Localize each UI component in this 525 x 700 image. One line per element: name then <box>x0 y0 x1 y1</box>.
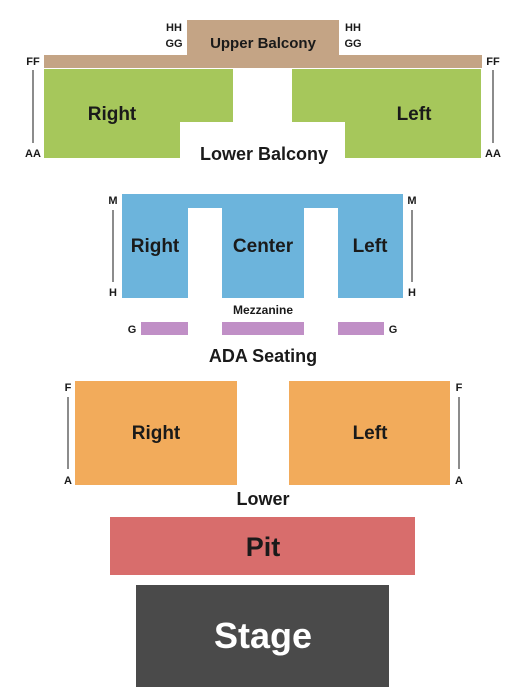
upper-balcony-strip[interactable] <box>44 55 482 68</box>
stage-area <box>136 585 389 687</box>
lower-left-section[interactable] <box>289 381 450 485</box>
lower-row-f-left: F <box>65 382 72 394</box>
mezzanine-right-label: Right <box>131 236 180 257</box>
lower-balcony-right-label: Right <box>88 104 137 125</box>
upper-balcony-row-gg-right: GG <box>344 38 361 50</box>
mezzanine-row-m-right: M <box>407 195 416 207</box>
lower-balcony-left-section[interactable] <box>292 69 481 158</box>
stage-label: Stage <box>214 615 312 656</box>
mezzanine-row-m-left: M <box>108 195 117 207</box>
ada-row-g-right: G <box>389 324 398 336</box>
lower-right-section[interactable] <box>75 381 237 485</box>
lower-row-a-left: A <box>64 475 72 487</box>
upper-balcony-label: Upper Balcony <box>210 35 317 52</box>
upper-balcony-top-block[interactable] <box>187 20 339 56</box>
mezzanine-label: Mezzanine <box>233 303 293 317</box>
ada-right-section[interactable] <box>141 322 188 335</box>
lower-balcony-row-aa-left: AA <box>25 148 41 160</box>
mezzanine-center-label: Center <box>233 236 294 257</box>
ada-left-section[interactable] <box>338 322 384 335</box>
mezzanine-left-section[interactable] <box>338 208 403 298</box>
lower-left-label: Left <box>353 423 389 444</box>
mezzanine-row-h-left: H <box>109 287 117 299</box>
mezzanine-right-block[interactable] <box>122 208 188 298</box>
pit-label: Pit <box>246 532 281 562</box>
upper-balcony-row-hh-left: HH <box>166 22 182 34</box>
ada-center-section[interactable] <box>222 322 304 335</box>
ada-seating-label: ADA Seating <box>209 346 317 366</box>
ada-row-g-left: G <box>128 324 137 336</box>
mezzanine-left-label: Left <box>353 236 389 257</box>
lower-label: Lower <box>236 489 289 509</box>
lower-balcony-row-ff-right: FF <box>486 56 500 68</box>
pit-section[interactable] <box>110 517 415 575</box>
lower-row-f-right: F <box>456 382 463 394</box>
mezzanine-center-section[interactable] <box>222 208 304 298</box>
lower-row-a-right: A <box>455 475 463 487</box>
lower-balcony-label: Lower Balcony <box>200 144 328 164</box>
lower-balcony-row-ff-left: FF <box>26 56 40 68</box>
upper-balcony-row-hh-right: HH <box>345 22 361 34</box>
lower-balcony-left-label: Left <box>397 104 433 125</box>
upper-balcony-row-gg-left: GG <box>165 38 182 50</box>
lower-balcony-right-section[interactable] <box>44 69 233 158</box>
lower-balcony-row-aa-right: AA <box>485 148 501 160</box>
mezzanine-right-section[interactable] <box>122 194 403 208</box>
upper-balcony-section[interactable]: Upper Balcony <box>44 20 482 68</box>
lower-right-label: Right <box>132 423 181 444</box>
mezzanine-row-h-right: H <box>408 287 416 299</box>
